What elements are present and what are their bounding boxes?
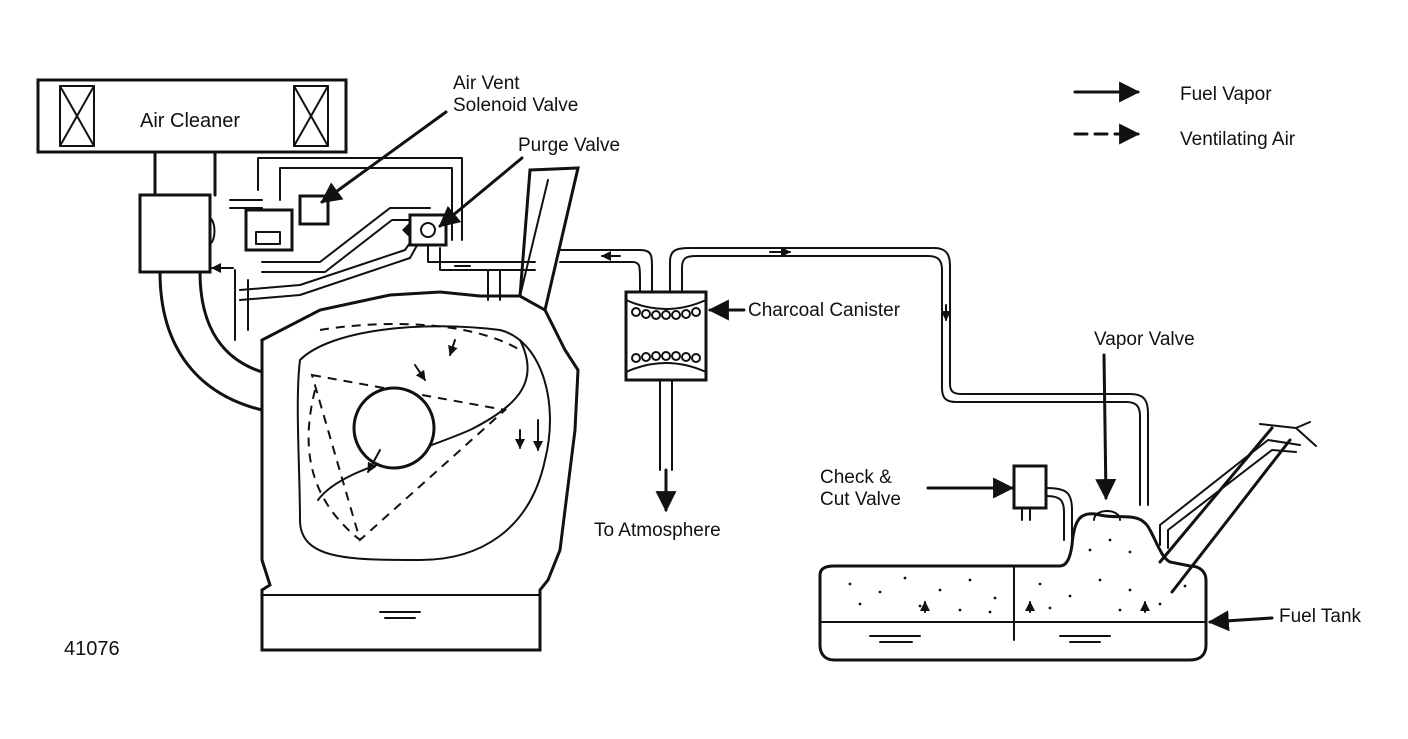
label-air-vent-line1: Air Vent (453, 73, 520, 94)
legend-ventilating-air: Ventilating Air (1180, 129, 1296, 150)
label-air-cleaner: Air Cleaner (140, 110, 240, 132)
label-to-atmosphere: To Atmosphere (594, 520, 721, 541)
legend: Fuel Vapor Ventilating Air (1073, 81, 1296, 150)
vapor-valve (1093, 510, 1121, 521)
intake-pipe (138, 193, 264, 412)
label-air-vent-line2: Solenoid Valve (453, 95, 578, 116)
charcoal-canister (624, 290, 708, 513)
vapor-line (669, 247, 1149, 506)
fuel-tank (818, 421, 1317, 662)
check-and-cut-valve (1012, 464, 1073, 541)
labels: Air Cleaner Air Vent Solenoid Valve Purg… (64, 73, 1362, 660)
label-purge-valve: Purge Valve (518, 135, 620, 156)
figure-number: 41076 (64, 638, 120, 660)
label-check-cut-line1: Check & (820, 467, 892, 488)
legend-fuel-vapor: Fuel Vapor (1180, 84, 1272, 105)
rotary-engine (260, 166, 580, 652)
label-charcoal-canister: Charcoal Canister (748, 300, 901, 321)
air-cleaner (36, 78, 348, 197)
label-vapor-valve: Vapor Valve (1094, 329, 1195, 350)
pointer-arrows (320, 110, 1274, 632)
solenoid-and-purge-assembly (211, 157, 536, 341)
label-fuel-tank: Fuel Tank (1279, 606, 1362, 627)
label-check-cut-line2: Cut Valve (820, 489, 901, 510)
purge-line (559, 249, 653, 293)
